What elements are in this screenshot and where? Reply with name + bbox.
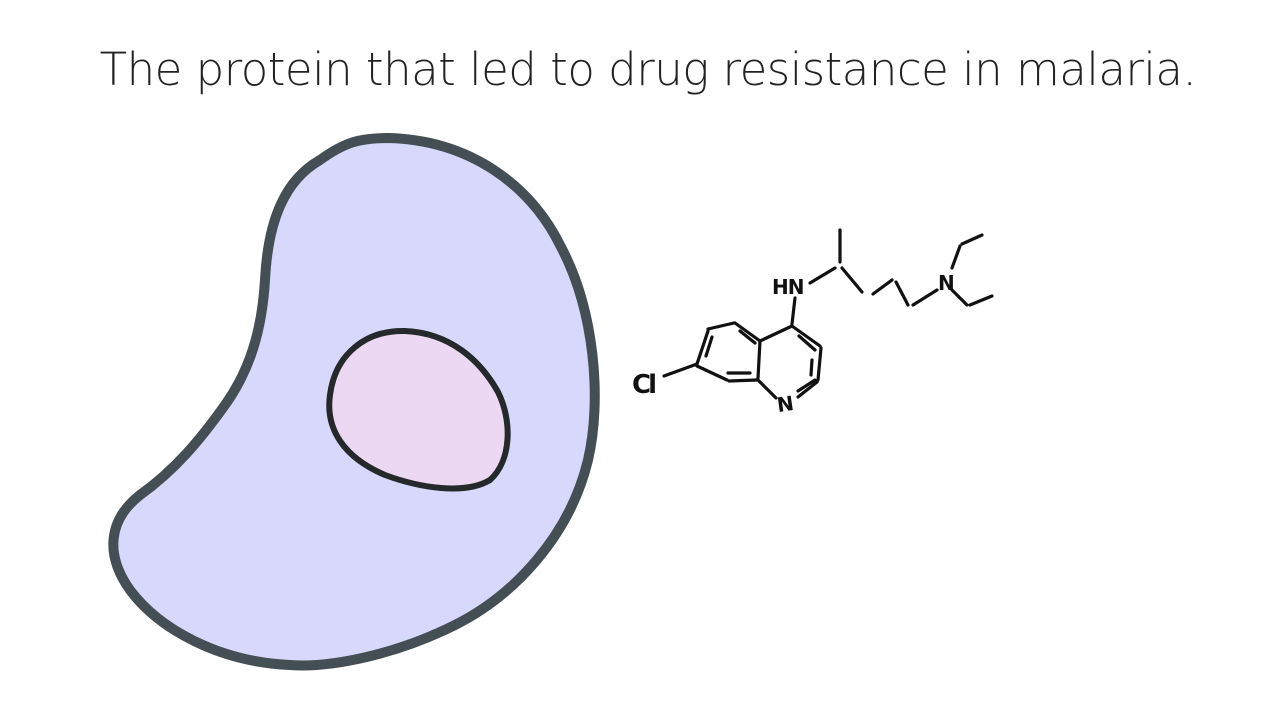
amine-bond [790,296,797,326]
amine-label: HN [772,275,803,299]
ring-nitrogen-label: N [775,391,795,417]
malaria-cell [108,133,600,671]
chlorine-label: Cl [632,370,655,400]
chloroquine-molecule [662,228,994,400]
pyridine-ring [756,324,823,400]
atom-labels: Cl HN N N [632,271,955,417]
benzene-ring [695,321,762,383]
cell-nucleus [326,327,511,492]
tertiary-nitrogen-label: N [938,271,955,295]
slide-title: The protein that led to drug resistance … [99,43,1197,96]
side-chain [808,228,994,307]
chlorine-bond [662,362,699,378]
